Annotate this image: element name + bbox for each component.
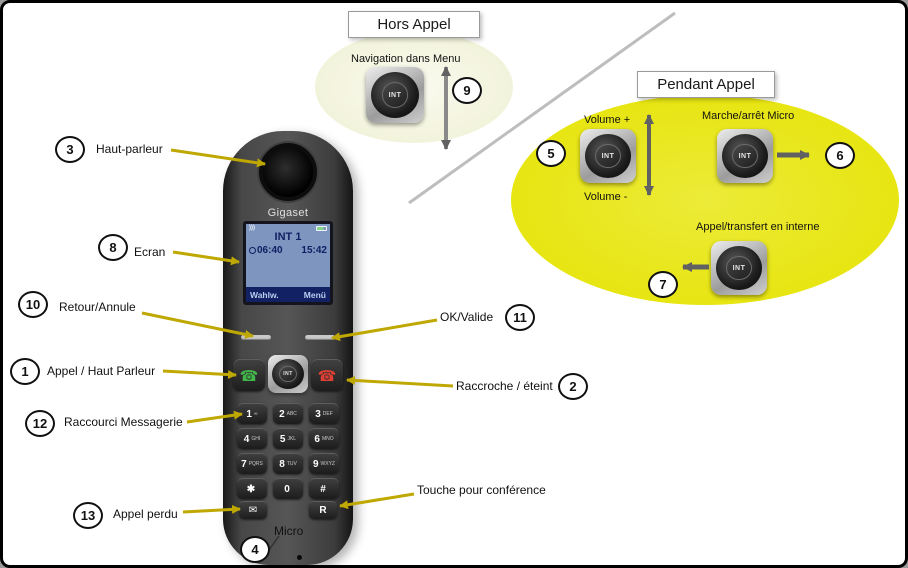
- nav-center-label: INT: [388, 91, 402, 99]
- arrow-raccroche: [346, 375, 454, 388]
- callout-13: 13: [73, 502, 103, 529]
- label-appel-perdu: Appel perdu: [113, 507, 178, 521]
- message-icon: ✉: [248, 505, 258, 516]
- call-key: ☎: [233, 359, 265, 391]
- label-volume-plus: Volume +: [584, 114, 631, 126]
- callout-4: 4: [240, 536, 270, 563]
- callout-9: 9: [452, 77, 482, 104]
- label-volume-minus: Volume -: [584, 191, 628, 203]
- callout-8: 8: [98, 234, 128, 261]
- callout-11: 11: [505, 304, 535, 331]
- r-key: R: [309, 501, 337, 519]
- callout-7: 7: [648, 271, 678, 298]
- keypad-key-hash: #: [309, 478, 339, 499]
- r-key-label: R: [319, 505, 327, 516]
- earpiece-speaker: [259, 143, 317, 201]
- nav-ring: INT: [585, 134, 631, 178]
- label-raccroche: Raccroche / éteint: [456, 379, 553, 393]
- nav-center-label: INT: [283, 370, 293, 377]
- nav-pad-icon-micro: INT: [717, 129, 773, 183]
- keypad-key-1: 1∞: [237, 403, 267, 424]
- clock-icon: [249, 247, 256, 254]
- nav-center-button: INT: [732, 143, 758, 169]
- screen-time-row: 06:40 15:42: [246, 244, 330, 257]
- label-retour-annule: Retour/Annule: [59, 300, 136, 314]
- nav-center-label: INT: [738, 152, 752, 160]
- softkey-left-label: Wahlw.: [250, 289, 279, 300]
- nav-center-label: INT: [732, 264, 746, 272]
- callout-5: 5: [536, 140, 566, 167]
- label-raccourci-messagerie: Raccourci Messagerie: [64, 415, 183, 429]
- label-haut-parleur: Haut-parleur: [96, 142, 163, 156]
- keypad-key-star: ✱: [237, 478, 267, 499]
- callout-2: 2: [558, 373, 588, 400]
- hors-appel-title: Hors Appel: [348, 11, 480, 38]
- hangup-icon: ☎: [317, 367, 337, 385]
- label-transfer: Appel/transfert en interne: [696, 221, 820, 233]
- nav-ring: INT: [716, 246, 762, 290]
- label-ok-valide: OK/Valide: [440, 310, 494, 324]
- label-ecran: Ecran: [134, 245, 166, 259]
- pendant-appel-title-text: Pendant Appel: [657, 76, 755, 93]
- nav-center-button: INT: [381, 82, 409, 108]
- microphone-hole: [297, 555, 302, 560]
- clock-time-text: 15:42: [301, 245, 327, 256]
- label-micro: Micro: [274, 524, 304, 538]
- nav-center-label: INT: [601, 152, 615, 160]
- message-key: ✉: [239, 501, 267, 519]
- label-appel-haut-parleur: Appel / Haut Parleur: [47, 364, 156, 378]
- nav-center-button: INT: [726, 255, 752, 281]
- screen-softkey-bar: Wahlw. Menü: [246, 287, 330, 302]
- call-icon: ☎: [239, 367, 259, 385]
- phone-handset: Gigaset ))) INT 1 06:40 15:42 Wahlw. Men…: [223, 131, 353, 565]
- phone-screen: ))) INT 1 06:40 15:42 Wahlw. Menü: [243, 221, 333, 305]
- label-micro-toggle: Marche/arrêt Micro: [702, 110, 795, 122]
- callout-1: 1: [10, 358, 40, 385]
- softkey-right-label: Menü: [303, 289, 326, 300]
- signal-icon: ))): [249, 225, 255, 231]
- navigation-key: INT: [268, 355, 308, 393]
- callout-10: 10: [18, 291, 48, 318]
- right-softkey-button: [305, 335, 335, 340]
- screen-status-row: ))): [246, 224, 330, 231]
- keypad-key-0: 0: [273, 478, 303, 499]
- brand-logo: Gigaset: [267, 207, 309, 219]
- callout-12: 12: [25, 410, 55, 437]
- label-navigation-menu: Navigation dans Menu: [351, 53, 461, 65]
- hangup-key: ☎: [311, 359, 343, 391]
- left-softkey-button: [241, 335, 271, 340]
- pendant-appel-title: Pendant Appel: [637, 71, 775, 98]
- battery-icon: [316, 225, 327, 231]
- nav-ring: INT: [272, 359, 304, 389]
- nav-pad-icon-transfer: INT: [711, 241, 767, 295]
- nav-center-button: INT: [595, 143, 621, 169]
- nav-pad-icon-volume: INT: [580, 129, 636, 183]
- label-conference: Touche pour conférence: [417, 483, 546, 497]
- screen-int-label: INT 1: [274, 231, 302, 243]
- hors-appel-title-text: Hors Appel: [377, 16, 451, 33]
- alarm-time-text: 06:40: [257, 245, 283, 256]
- screen-alarm-time: 06:40: [249, 245, 283, 256]
- callout-3: 3: [55, 136, 85, 163]
- nav-ring: INT: [722, 134, 768, 178]
- nav-center-button: INT: [279, 365, 297, 383]
- nav-pad-icon-menu: INT: [366, 67, 424, 123]
- pendant-appel-ellipse: [511, 95, 899, 305]
- nav-ring: INT: [371, 72, 419, 118]
- callout-6: 6: [825, 142, 855, 169]
